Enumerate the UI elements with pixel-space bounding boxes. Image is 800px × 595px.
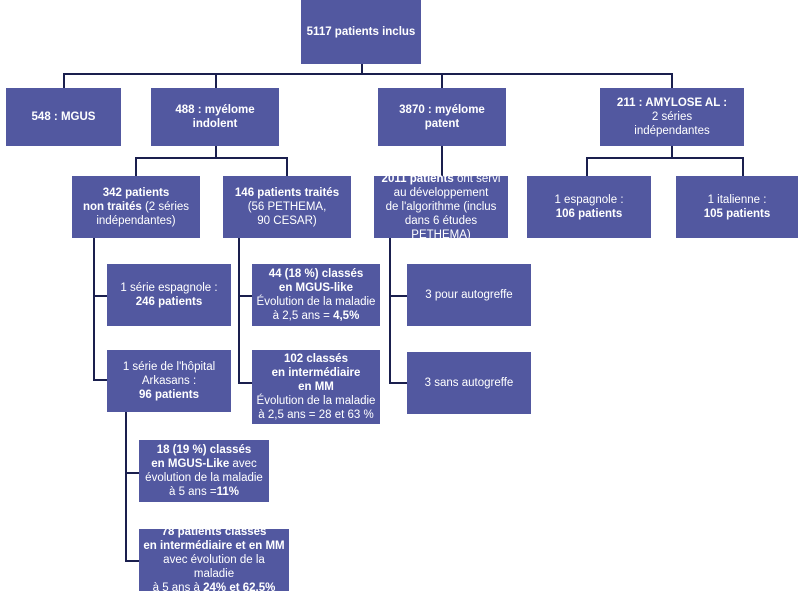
algo-line3: de l'algorithme (inclus xyxy=(385,201,497,213)
patent-box: 3870 : myélome patent xyxy=(378,88,506,146)
connector xyxy=(125,472,139,474)
mm-102-line1: 102 classés xyxy=(284,353,348,365)
pour-autogreffe-box: 3 pour autogreffe xyxy=(407,264,531,326)
mm-78-box: 78 patients classés en intermédiaire et … xyxy=(139,526,289,594)
root-box: 5117 patients inclus xyxy=(301,0,421,64)
connector xyxy=(742,157,744,176)
arkansas-line3: 96 patients xyxy=(138,389,200,401)
mm-102-line3: en MM xyxy=(298,381,334,393)
mm-78-line2: en intermédiaire et en MM xyxy=(143,540,285,552)
traites-line2: (56 PETHEMA, xyxy=(247,201,327,213)
connector xyxy=(63,73,672,75)
indolent-box: 488 : myélome indolent xyxy=(151,88,279,146)
non-traites-line2: non traités (2 séries xyxy=(82,201,190,213)
connector xyxy=(93,379,107,381)
traites-box: 146 patients traités (56 PETHEMA, 90 CES… xyxy=(223,176,351,238)
connector xyxy=(238,238,240,383)
connector xyxy=(125,406,127,561)
mm-78-line1: 78 patients classés xyxy=(161,526,267,538)
serie-espagnole-line1: 1 série espagnole : xyxy=(120,282,218,294)
connector xyxy=(93,295,107,297)
serie-espagnole-line2: 246 patients xyxy=(135,296,203,308)
mm-102-line4: Évolution de la maladie xyxy=(256,395,376,407)
root-label: 5117 patients inclus xyxy=(306,26,416,38)
mgus-like-44-line2: en MGUS-like xyxy=(278,282,354,294)
connector xyxy=(586,157,743,159)
indolent-line1: 488 : myélome xyxy=(175,104,255,116)
algo-box: 2011 patients ont servi au développement… xyxy=(374,173,508,241)
connector xyxy=(671,73,673,88)
mgus-like-18-box: 18 (19 %) classés en MGUS-Like avec évol… xyxy=(139,440,269,502)
sans-autogreffe-label: 3 sans autogreffe xyxy=(424,377,514,389)
mgus-box: 548 : MGUS xyxy=(6,88,121,146)
connector xyxy=(389,238,391,383)
connector xyxy=(671,146,673,158)
connector xyxy=(135,157,137,176)
connector xyxy=(215,146,217,158)
algo-line4: dans 6 études PETHEMA) xyxy=(404,215,478,241)
amylose-box: 211 : AMYLOSE AL : 2 séries indépendante… xyxy=(600,88,744,146)
non-traites-line1: 342 patients xyxy=(102,187,170,199)
italienne-box: 1 italienne : 105 patients xyxy=(676,176,798,238)
arkansas-line1: 1 série de l'hôpital xyxy=(122,361,216,373)
amylose-line2: 2 séries xyxy=(651,111,693,123)
mgus-like-18-line4: à 5 ans =11% xyxy=(168,486,240,498)
mgus-like-44-line1: 44 (18 %) classés xyxy=(268,268,364,280)
amylose-line1: 211 : AMYLOSE AL : xyxy=(616,97,728,109)
traites-line1: 146 patients traités xyxy=(234,187,340,199)
mm-102-line5: à 2,5 ans = 28 et 63 % xyxy=(258,409,374,421)
sans-autogreffe-box: 3 sans autogreffe xyxy=(407,352,531,414)
connector xyxy=(441,73,443,88)
mm-78-line3: avec évolution de la maladie xyxy=(163,554,265,580)
connector xyxy=(586,157,588,176)
mgus-like-44-line3: Évolution de la maladie xyxy=(256,296,376,308)
arkansas-line2: Arkasans : xyxy=(141,375,197,387)
mm-102-box: 102 classés en intermédiaire en MM Évolu… xyxy=(252,350,380,424)
mgus-like-18-line1: 18 (19 %) classés xyxy=(156,444,252,456)
connector xyxy=(93,238,95,380)
mm-78-line4: à 5 ans à 24% et 62,5% xyxy=(152,582,276,594)
mgus-like-18-line3: évolution de la maladie xyxy=(145,472,263,484)
arkansas-box: 1 série de l'hôpital Arkasans : 96 patie… xyxy=(107,350,231,412)
algo-line2: au développement xyxy=(393,187,489,199)
connector xyxy=(286,157,288,176)
connector xyxy=(361,64,363,74)
pour-autogreffe-label: 3 pour autogreffe xyxy=(425,289,513,301)
traites-line3: 90 CESAR) xyxy=(257,215,317,227)
amylose-line3: indépendantes xyxy=(634,125,710,137)
mgus-like-18-line2: en MGUS-Like avec xyxy=(151,458,257,470)
algo-line1: 2011 patients ont servi xyxy=(381,173,501,185)
mgus-label: 548 : MGUS xyxy=(31,111,96,123)
italienne-line2: 105 patients xyxy=(703,208,771,220)
espagnole-line1: 1 espagnole : xyxy=(554,194,624,206)
patent-line1: 3870 : myélome xyxy=(399,104,485,116)
italienne-line1: 1 italienne : xyxy=(707,194,767,206)
connector xyxy=(135,157,287,159)
connector xyxy=(389,295,407,297)
mm-102-line2: en intermédiaire xyxy=(271,367,361,379)
mgus-like-44-box: 44 (18 %) classés en MGUS-like Évolution… xyxy=(252,264,380,326)
mgus-like-44-line4: à 2,5 ans = 4,5% xyxy=(272,310,360,322)
espagnole-box: 1 espagnole : 106 patients xyxy=(527,176,651,238)
non-traites-box: 342 patients non traités (2 séries indép… xyxy=(72,176,200,238)
patent-line2: patent xyxy=(424,118,460,130)
indolent-line2: indolent xyxy=(192,118,238,130)
connector xyxy=(215,73,217,88)
connector xyxy=(125,560,139,562)
espagnole-line2: 106 patients xyxy=(555,208,623,220)
serie-espagnole-box: 1 série espagnole : 246 patients xyxy=(107,264,231,326)
connector xyxy=(441,146,443,176)
connector xyxy=(238,295,252,297)
connector xyxy=(238,382,252,384)
connector xyxy=(389,382,407,384)
connector xyxy=(63,73,65,88)
non-traites-line3: indépendantes) xyxy=(96,215,176,227)
